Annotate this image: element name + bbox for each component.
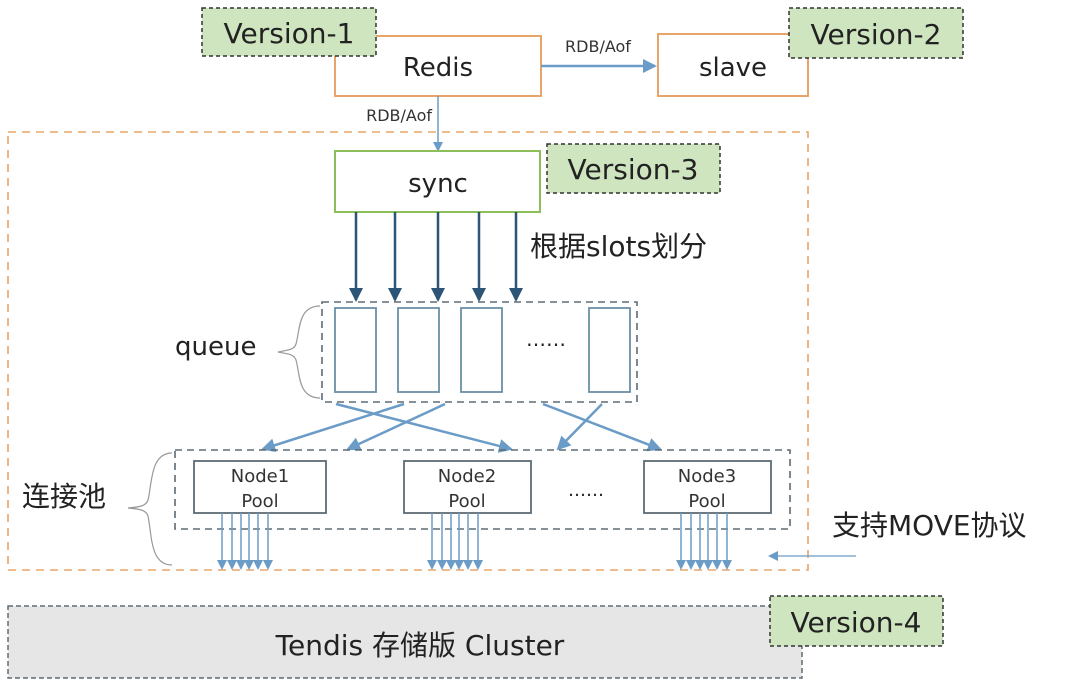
dispatch-arrow <box>346 402 446 451</box>
queue-slots <box>334 307 631 393</box>
node2-pool: Node2 Pool <box>403 460 532 514</box>
queue-label: queue <box>175 332 256 362</box>
pool-ellipsis: …… <box>568 480 604 501</box>
tendis-cluster: Tendis 存储版 Cluster <box>7 605 803 679</box>
sync-node: sync <box>334 150 541 213</box>
node3-pool-type: Pool <box>688 491 725 512</box>
version-1-badge: Version-1 <box>201 7 377 57</box>
queue-slot <box>334 307 377 393</box>
node3-pool-name: Node3 <box>678 466 736 487</box>
dispatch-arrow <box>335 402 513 453</box>
redis-to-slave-label: RDB/Aof <box>565 37 631 56</box>
version-3-label: Version-3 <box>568 153 699 186</box>
redis-to-sync-label: RDB/Aof <box>366 106 432 125</box>
version-2-badge: Version-2 <box>788 7 964 59</box>
connection-arrows <box>217 513 732 570</box>
node2-pool-name: Node2 <box>438 466 496 487</box>
node2-pool-type: Pool <box>448 491 485 512</box>
queue-ellipsis: …… <box>526 327 566 351</box>
node3-pool: Node3 Pool <box>643 460 772 514</box>
move-protocol-label: 支持MOVE协议 <box>832 509 1027 542</box>
dispatch-arrow <box>261 402 405 453</box>
version-1-label: Version-1 <box>224 17 355 50</box>
sync-label: sync <box>408 169 468 199</box>
queue-container <box>321 301 638 403</box>
dispatch-arrow <box>542 402 662 452</box>
dispatch-arrows <box>261 402 662 453</box>
version-2-label: Version-2 <box>811 18 942 51</box>
version-4-badge: Version-4 <box>769 595 944 647</box>
version3-container <box>7 131 809 571</box>
slave-node: slave <box>657 33 809 97</box>
redis-label: Redis <box>403 53 473 83</box>
queue-brace <box>277 305 321 399</box>
connection-pool-label: 连接池 <box>22 480 106 513</box>
node1-pool: Node1 Pool <box>193 460 327 514</box>
version-3-badge: Version-3 <box>546 143 721 194</box>
dispatch-arrow <box>556 403 603 451</box>
slave-label: slave <box>699 53 767 83</box>
queue-slot <box>460 307 503 393</box>
node1-pool-type: Pool <box>241 491 278 512</box>
cluster-label: Tendis 存储版 Cluster <box>275 629 565 662</box>
slot-arrows <box>349 212 523 302</box>
pool-container <box>174 449 791 530</box>
version-4-label: Version-4 <box>791 606 922 639</box>
node1-pool-name: Node1 <box>231 466 289 487</box>
pool-brace <box>127 452 173 566</box>
queue-slot <box>588 307 631 393</box>
queue-slot <box>397 307 440 393</box>
slots-partition-label: 根据slots划分 <box>530 230 707 263</box>
